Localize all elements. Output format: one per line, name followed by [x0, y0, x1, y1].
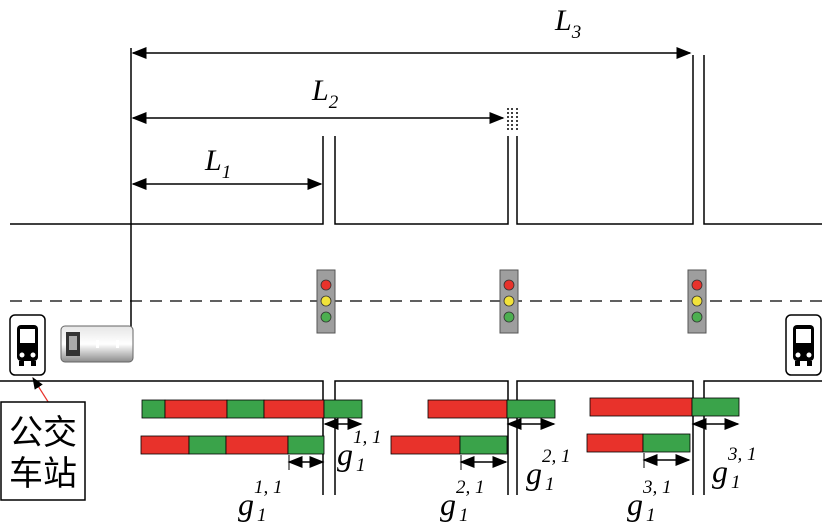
signal-2-lamp-1: [503, 295, 515, 307]
signal-timing-bars: [140, 397, 740, 455]
signal-3-lamp-0: [691, 279, 703, 291]
signal-1-lamp-2: [320, 311, 332, 323]
road-top-edge: [10, 55, 822, 225]
signal-2-head: [499, 269, 519, 334]
signal-1-lamp-1: [320, 295, 332, 307]
signal-2-lamp-0: [503, 279, 515, 291]
bus-stop-icon-right: [785, 314, 822, 376]
signals-group: [316, 269, 707, 334]
signal-2-lamp-2: [503, 311, 515, 323]
signal-3-lamp-1: [691, 295, 703, 307]
bus-icon: [60, 325, 134, 363]
signal-3-head: [687, 269, 707, 334]
bus-stop-label-box: [0, 401, 86, 501]
distance-label-l2: L2: [311, 74, 339, 113]
signal-3-lamp-2: [691, 311, 703, 323]
signal-1-head: [316, 269, 336, 334]
bus-stop-icon-left: [9, 314, 46, 376]
distance-label-l3: L3: [554, 4, 581, 43]
distance-label-l1: L1: [204, 144, 231, 183]
signal-1-lamp-0: [320, 279, 332, 291]
green-band-arrows: [287, 418, 740, 470]
bus-stop-label-line2: 车站: [9, 454, 77, 494]
bus-stop-label-line1: 公交: [9, 413, 77, 453]
